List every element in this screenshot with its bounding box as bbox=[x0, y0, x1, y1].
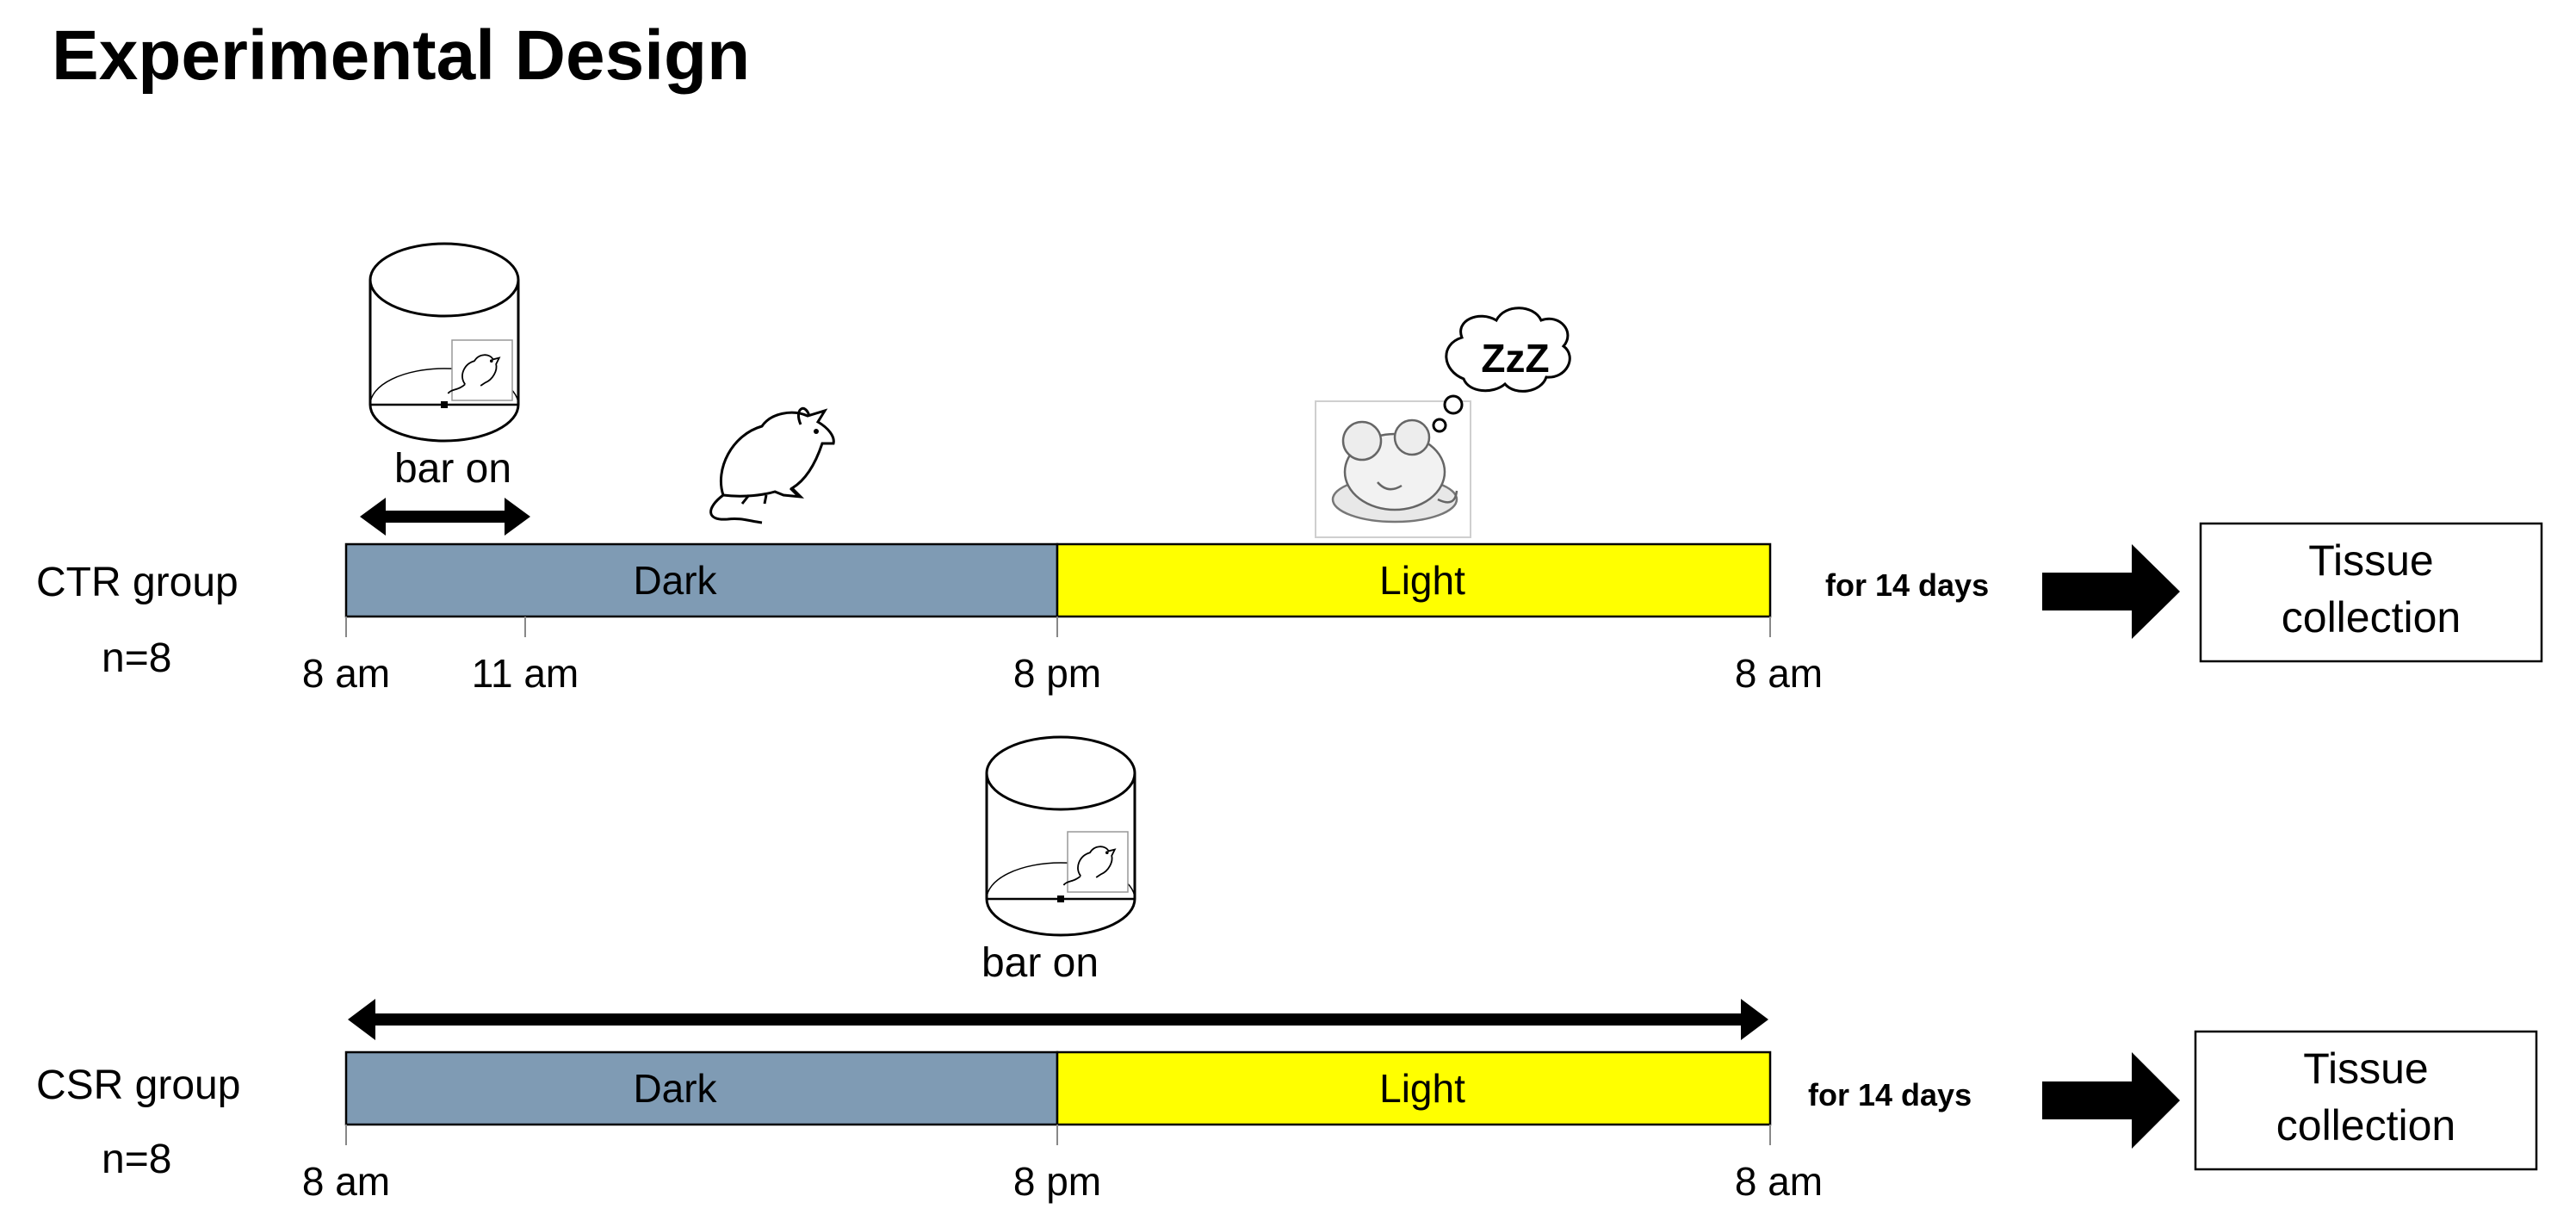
csr-bar-on-label: bar on bbox=[981, 940, 1099, 986]
sleeping-mouse-icon bbox=[1315, 400, 1471, 538]
csr-tick-label: 8 pm bbox=[1013, 1159, 1101, 1204]
page-title: Experimental Design bbox=[52, 16, 750, 95]
sleep-z-text: ZzZ bbox=[1481, 336, 1549, 381]
csr-tick-label: 8 am bbox=[1735, 1159, 1823, 1204]
cylinder-cage-icon bbox=[985, 735, 1136, 937]
double-arrow-icon bbox=[360, 498, 530, 536]
csr-tick-label: 8 am bbox=[302, 1159, 390, 1204]
arrow-right-icon bbox=[2042, 544, 2180, 639]
ctr-group-label: CTR group bbox=[36, 560, 238, 605]
ctr-outcome-box bbox=[2199, 522, 2543, 663]
csr-light-label: Light bbox=[1379, 1066, 1465, 1111]
csr-light-phase-bar bbox=[1056, 1050, 1772, 1126]
ctr-outcome-line1: Tissue bbox=[2308, 536, 2433, 585]
arrow-right-icon bbox=[2042, 1052, 2180, 1149]
ctr-light-phase-bar bbox=[1056, 542, 1772, 618]
ctr-dark-phase-bar bbox=[344, 542, 1059, 618]
ctr-tick-label: 11 am bbox=[472, 651, 579, 696]
double-arrow-icon bbox=[348, 999, 1768, 1040]
csr-dark-label: Dark bbox=[633, 1066, 717, 1111]
csr-n-label: n=8 bbox=[102, 1137, 171, 1182]
ctr-group-panel: bar on ZzZ bbox=[36, 242, 2543, 696]
ctr-dark-label: Dark bbox=[633, 558, 717, 603]
ctr-tick-label: 8 am bbox=[302, 651, 390, 696]
csr-outcome-box bbox=[2194, 1030, 2538, 1171]
cylinder-cage-icon bbox=[368, 242, 520, 443]
csr-outcome-line2: collection bbox=[2276, 1101, 2455, 1150]
csr-duration-label: for 14 days bbox=[1808, 1077, 1972, 1112]
ctr-duration-label: for 14 days bbox=[1825, 567, 1989, 603]
thought-bubble-icon: ZzZ bbox=[1432, 307, 1571, 433]
csr-group-label: CSR group bbox=[36, 1063, 240, 1108]
ctr-n-label: n=8 bbox=[102, 635, 171, 681]
rat-icon bbox=[709, 406, 835, 524]
ctr-bar-on-label: bar on bbox=[394, 446, 511, 492]
ctr-outcome-line2: collection bbox=[2282, 593, 2461, 641]
csr-group-panel: bar on CSR group n=8 Dark Light 8 am 8 p… bbox=[36, 735, 2538, 1204]
ctr-light-label: Light bbox=[1379, 558, 1465, 603]
ctr-tick-label: 8 am bbox=[1735, 651, 1823, 696]
ctr-tick-label: 8 pm bbox=[1013, 651, 1101, 696]
csr-outcome-line1: Tissue bbox=[2303, 1044, 2428, 1093]
